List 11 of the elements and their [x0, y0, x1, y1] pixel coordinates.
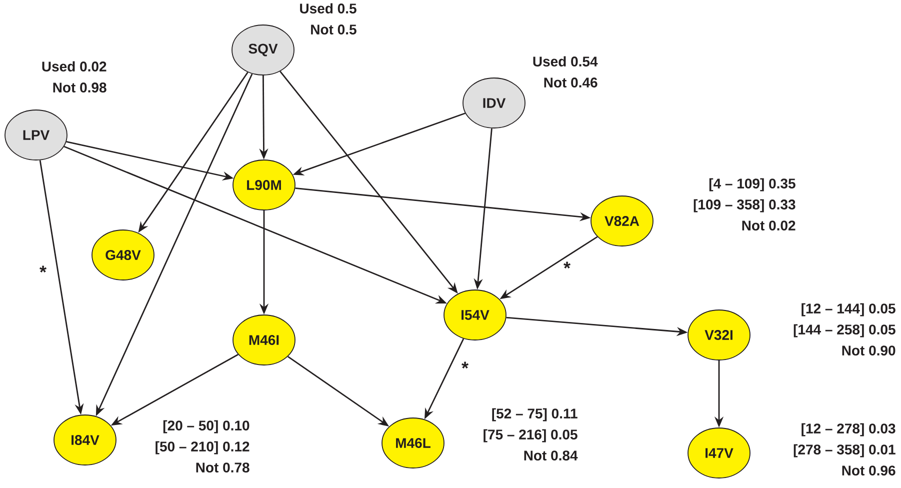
- probability-text: Used 0.02 Not 0.98: [42, 61, 106, 92]
- probability-text: [4 – 109] 0.35 [109 – 358] 0.33 Not 0.02: [694, 178, 796, 230]
- probability-text: Used 0.5 Not 0.5: [300, 3, 356, 34]
- edge-label: *: [562, 260, 572, 276]
- probability-text: [12 – 278] 0.03 [278 – 358] 0.01 Not 0.96: [794, 423, 896, 476]
- probability-text: [52 – 75] 0.11 [75 – 216] 0.05 Not 0.84: [484, 408, 578, 460]
- edge-label: *: [460, 360, 470, 376]
- edge-label: *: [38, 264, 48, 280]
- probability-text: [12 – 144] 0.05 [144 – 258] 0.05 Not 0.90: [794, 303, 896, 356]
- probability-text: [20 – 50] 0.10 [50 – 210] 0.12 Not 0.78: [156, 420, 250, 472]
- probability-text: Used 0.54 Not 0.46: [533, 56, 598, 88]
